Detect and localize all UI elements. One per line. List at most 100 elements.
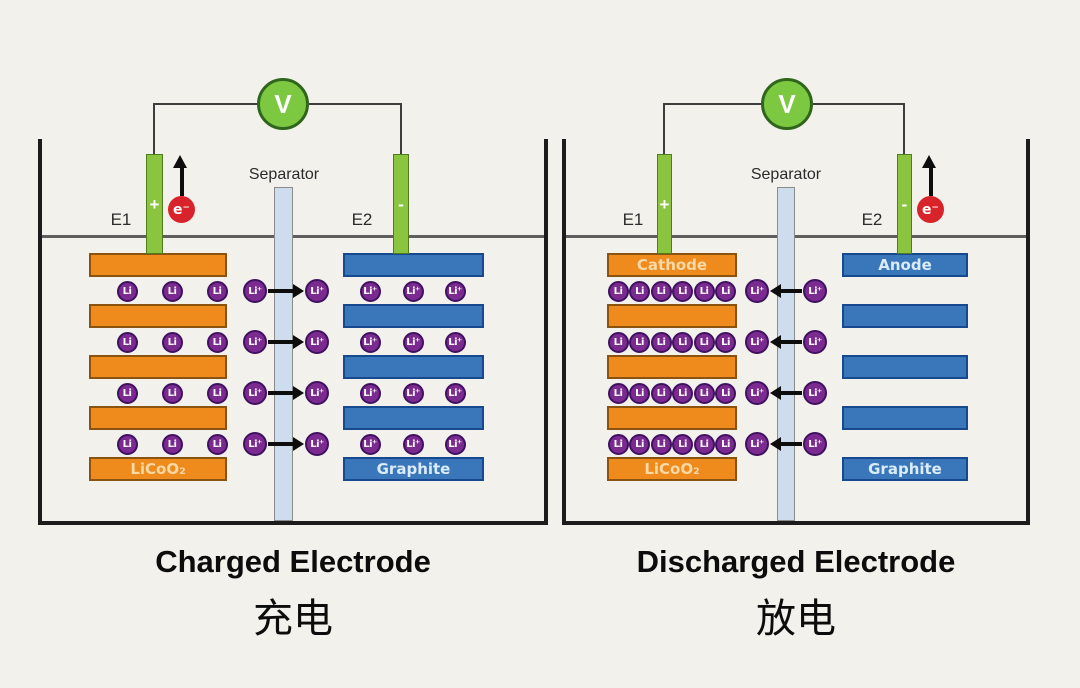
separator-bar [777, 187, 795, 521]
anode-layer-bar [842, 355, 968, 379]
lithium-ion: Li⁺ [359, 331, 381, 353]
terminal-e1-label: E1 [110, 210, 132, 229]
lithium-ion: Li⁺ [444, 382, 466, 404]
lithium-ion: Li [629, 433, 650, 455]
cathode-layer-bar [89, 304, 227, 328]
voltmeter-icon: V [257, 78, 309, 130]
cathode-layer-bar [607, 406, 737, 430]
lithium-ion: Li [693, 331, 715, 353]
terminal-e2-label: E2 [351, 210, 373, 229]
lithium-ion: Li [715, 433, 736, 455]
lithium-ion: Li⁺ [359, 280, 381, 302]
wire-segment [400, 103, 402, 154]
cathode-layer-bar [89, 457, 227, 481]
lithium-ion-shuttle: Li⁺ [803, 432, 827, 456]
lithium-ion: Li [607, 280, 629, 302]
lithium-ion: Li⁺ [402, 433, 424, 455]
separator-label: Separator [248, 166, 320, 183]
anode-layer-bar [842, 457, 968, 481]
lithium-ion: Li [206, 280, 228, 302]
lithium-ion-shuttle: Li⁺ [745, 432, 769, 456]
cathode-material-label: LiCoO₂ [644, 460, 700, 478]
plus-sign: + [659, 194, 670, 214]
lithium-ion: Li [607, 433, 629, 455]
lithium-ion-shuttle: Li⁺ [243, 381, 267, 405]
lithium-ion-shuttle: Li⁺ [243, 279, 267, 303]
electron-flow-arrow-head [922, 155, 936, 168]
ion-flow-arrow-head [770, 335, 781, 349]
ion-flow-arrow [781, 340, 802, 344]
ion-flow-arrow-head [770, 284, 781, 298]
tank-wall-left [38, 139, 42, 525]
lithium-ion: Li [715, 280, 736, 302]
wire-segment [663, 103, 761, 105]
lithium-ion-shuttle: Li⁺ [305, 279, 329, 303]
ion-flow-arrow [781, 442, 802, 446]
voltmeter-icon: V [761, 78, 813, 130]
panel-caption-en: Discharged Electrode [636, 544, 956, 579]
lithium-ion: Li [672, 331, 693, 353]
lithium-ion-shuttle: Li⁺ [745, 381, 769, 405]
wire-segment [153, 103, 257, 105]
cathode-layer-bar [607, 355, 737, 379]
cathode-layer-bar [607, 457, 737, 481]
tank-wall-bottom [38, 521, 548, 525]
lithium-ion: Li [161, 280, 183, 302]
lithium-ion: Li [715, 331, 736, 353]
cathode-layer-bar [89, 406, 227, 430]
anode-layer-bar [842, 253, 968, 277]
lithium-ion-shuttle: Li⁺ [243, 330, 267, 354]
lithium-ion: Li [693, 280, 715, 302]
lithium-ion-shuttle: Li⁺ [745, 330, 769, 354]
lithium-ion: Li [116, 331, 138, 353]
wire-segment [813, 103, 905, 105]
lithium-ion: Li [650, 331, 672, 353]
ion-flow-arrow-head [770, 386, 781, 400]
electron-icon: e⁻ [917, 196, 944, 223]
lithium-ion: Li [607, 331, 629, 353]
terminal-e1-label: E1 [622, 210, 644, 229]
anode-layer-bar [343, 253, 484, 277]
wire-segment [903, 103, 905, 154]
lithium-ion: Li⁺ [444, 433, 466, 455]
electron-icon: e⁻ [168, 196, 195, 223]
tank-wall-right [1026, 139, 1030, 525]
anode-material-label: Graphite [868, 460, 942, 478]
anode-layer-bar [842, 406, 968, 430]
lithium-ion: Li⁺ [402, 280, 424, 302]
lithium-ion: Li [672, 433, 693, 455]
electrolyte-level-line [566, 235, 1026, 238]
cathode-layer-bar [89, 355, 227, 379]
lithium-ion: Li [629, 280, 650, 302]
panel-caption-zh: 放电 [756, 597, 836, 641]
negative-terminal: - [897, 154, 912, 254]
wire-segment [309, 103, 402, 105]
lithium-ion-shuttle: Li⁺ [305, 381, 329, 405]
ion-flow-arrow [268, 442, 293, 446]
lithium-ion-shuttle: Li⁺ [243, 432, 267, 456]
lithium-ion: Li [650, 382, 672, 404]
anode-layer-bar [842, 304, 968, 328]
lithium-ion: Li [206, 382, 228, 404]
ion-flow-arrow-head [293, 335, 304, 349]
plus-sign: + [149, 194, 160, 214]
cathode-top-label: Cathode [636, 256, 708, 274]
lithium-ion: Li [650, 433, 672, 455]
ion-flow-arrow [268, 391, 293, 395]
lithium-ion: Li [116, 433, 138, 455]
anode-layer-bar [343, 304, 484, 328]
electron-flow-arrow-head [173, 155, 187, 168]
anode-layer-bar [343, 406, 484, 430]
lithium-ion-shuttle: Li⁺ [803, 279, 827, 303]
lithium-ion-shuttle: Li⁺ [745, 279, 769, 303]
lithium-ion-shuttle: Li⁺ [803, 381, 827, 405]
lithium-ion: Li [116, 280, 138, 302]
terminal-e2-label: E2 [861, 210, 883, 229]
anode-layer-bar [343, 457, 484, 481]
lithium-ion: Li [629, 331, 650, 353]
tank-wall-left [562, 139, 566, 525]
ion-flow-arrow [781, 391, 802, 395]
lithium-ion: Li [650, 280, 672, 302]
lithium-ion: Li⁺ [402, 382, 424, 404]
anode-material-label: Graphite [376, 460, 451, 478]
